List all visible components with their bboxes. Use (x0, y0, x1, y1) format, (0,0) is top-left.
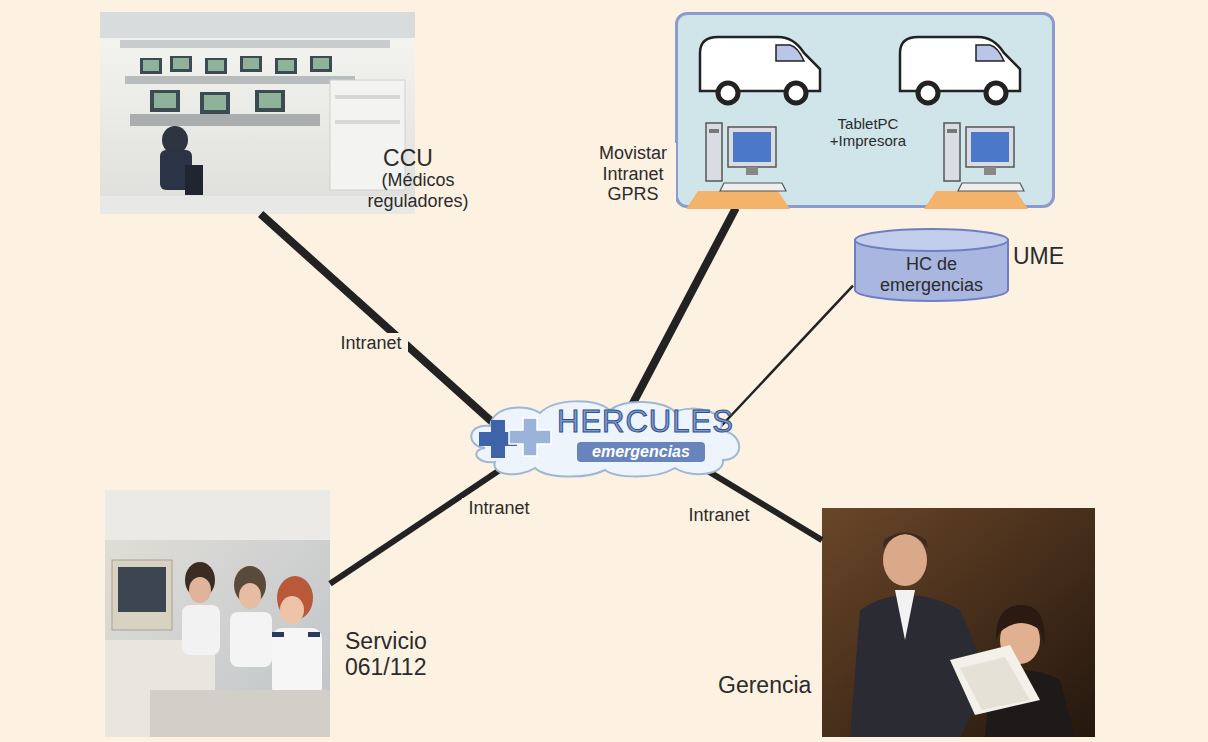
hercules-cloud: HERCULESemergencias (465, 398, 745, 475)
connector-label: Intranet (334, 333, 408, 354)
ume-box: TabletPC +ImpresoraUME (675, 12, 1055, 208)
connector-line (261, 214, 513, 440)
database-cylinder: HC de emergencias (853, 228, 1010, 302)
gerencia-photo-box: Gerencia (822, 508, 1095, 737)
node-label: HC de emergencias (865, 254, 998, 295)
connector-label: Movistar Intranet GPRS (590, 143, 676, 205)
node-note: (Médicos reguladores) (356, 170, 480, 211)
device-label: TabletPC +Impresora (818, 115, 918, 150)
node-heading: CCU (368, 145, 448, 171)
logo-wordmark: HERCULES (557, 404, 737, 440)
connector-line (330, 460, 515, 584)
node-label: Gerencia (718, 672, 816, 698)
node-heading: UME (1013, 243, 1073, 269)
connector-label: Intranet (462, 498, 536, 519)
ccu-photo-box: CCU(Médicos reguladores) (100, 12, 415, 214)
gerencia-photo (822, 508, 1095, 737)
node-label: Servicio 061/112 (345, 628, 445, 681)
ume-illustration (678, 15, 1052, 205)
connector-label: Intranet (682, 505, 756, 526)
logo-subtitle: emergencias (577, 442, 705, 462)
ccu-photo (100, 12, 415, 214)
servicio-photo-box: Servicio 061/112 (105, 490, 330, 737)
servicio-photo (105, 490, 330, 737)
